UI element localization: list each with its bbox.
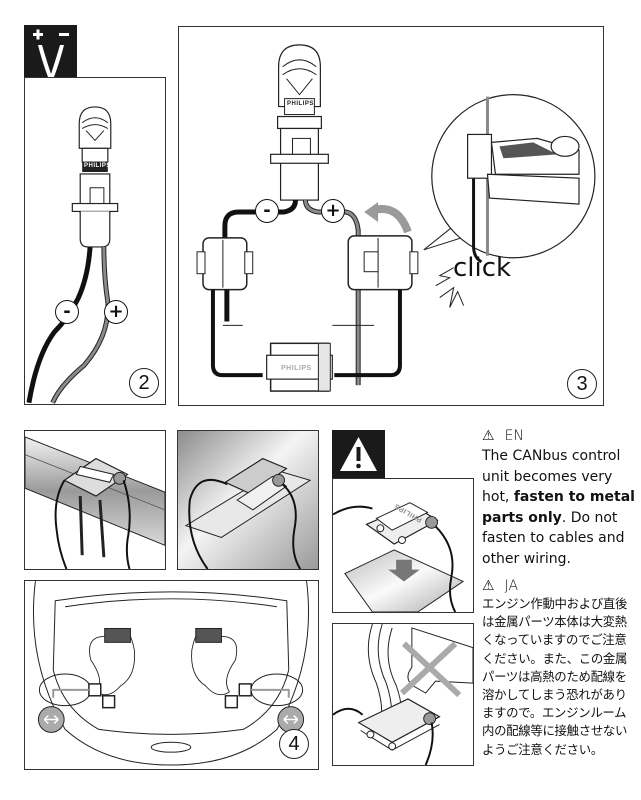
hot-unit-no-touch-illustration bbox=[333, 624, 473, 765]
en-text-part-1: The CANbus control unit becomes very hot… bbox=[482, 448, 621, 505]
canbus-wiring-illustration bbox=[196, 44, 596, 392]
plus-label: + bbox=[321, 199, 345, 223]
warning-triangle-icon: ⚠ bbox=[482, 428, 495, 444]
minus-label: - bbox=[255, 199, 279, 223]
language-code: JA bbox=[504, 578, 519, 594]
pipe-mount-illustration bbox=[25, 436, 165, 569]
polarity-badge bbox=[24, 25, 77, 77]
ja-heading: ⚠ JA bbox=[482, 578, 638, 594]
step-number: 4 bbox=[279, 729, 309, 759]
pipe-mount-panel bbox=[24, 430, 166, 570]
plus-label: + bbox=[104, 300, 128, 324]
warning-triangle-icon: ⚠ bbox=[482, 578, 495, 594]
bulb-brand-label: PHILIPS bbox=[287, 101, 314, 107]
click-label: click bbox=[453, 253, 512, 283]
en-text-part-2: . Do not fasten to cables and other wiri… bbox=[482, 509, 625, 567]
en-text-bold: fasten to metal parts only bbox=[482, 489, 635, 526]
warning-badge bbox=[332, 430, 385, 478]
no-touch-panel bbox=[332, 623, 474, 766]
en-warning-text: The CANbus control unit becomes very hot… bbox=[482, 446, 638, 569]
bulb-brand-label: PHILIPS bbox=[84, 163, 111, 169]
step-3-panel: PHILIPS PHILIPS - + click 3 bbox=[178, 26, 604, 406]
ja-warning-text: エンジン作動中および直後は金属パーツ本体は大変熱くなっていますのでご注意ください… bbox=[482, 596, 628, 757]
metal-mount-illustration bbox=[333, 502, 465, 612]
flat-mount-illustration bbox=[178, 431, 318, 569]
warning-icon bbox=[340, 437, 377, 471]
warning-notes: ⚠ EN The CANbus control unit becomes ver… bbox=[482, 428, 638, 759]
bulb-wires-illustration bbox=[26, 106, 119, 404]
module-brand-label: PHILIPS bbox=[281, 365, 312, 372]
step-2-panel: PHILIPS - + 2 bbox=[24, 77, 166, 405]
flat-mount-panel bbox=[177, 430, 319, 570]
step-4-panel: 4 bbox=[24, 580, 319, 770]
step-number: 2 bbox=[129, 368, 159, 398]
minus-label: - bbox=[55, 300, 79, 324]
step-number: 3 bbox=[567, 369, 597, 399]
language-code: EN bbox=[504, 428, 524, 444]
en-heading: ⚠ EN bbox=[482, 428, 638, 444]
wire-polarity-icon bbox=[33, 29, 69, 77]
metal-mount-panel: PHILIPS bbox=[332, 478, 474, 613]
car-engine-bay-illustration bbox=[33, 581, 309, 766]
